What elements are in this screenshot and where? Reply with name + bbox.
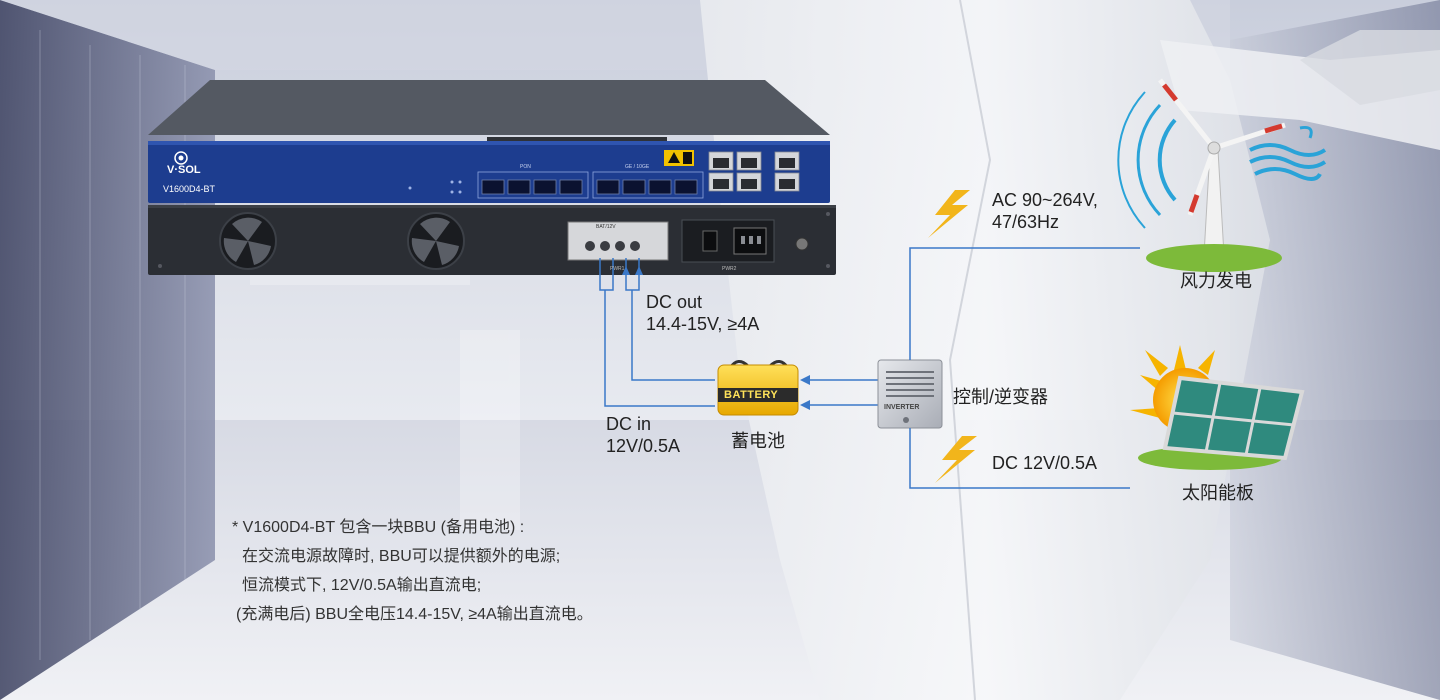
battery-text: BATTERY	[724, 389, 779, 401]
note-line-1: * V1600D4-BT 包含一块BBU (备用电池) :	[232, 519, 525, 536]
ground-screw	[795, 237, 809, 251]
wind-turbine-icon	[1117, 78, 1327, 272]
solar-name: 太阳能板	[1182, 483, 1254, 503]
note-line-3: 恒流模式下, 12V/0.5A输出直流电;	[242, 577, 482, 594]
lightning-icon	[935, 436, 977, 483]
pon-group-label: PON	[520, 164, 531, 170]
wind-name: 风力发电	[1180, 271, 1252, 291]
pon-sfp-ports	[481, 179, 698, 195]
right-rack-wall	[1230, 0, 1440, 700]
device-brand: V·SOL	[167, 164, 201, 176]
note-line-4: (充满电后) BBU全电压14.4-15V, ≥4A输出直流电。	[236, 606, 593, 623]
arrow-heads	[622, 266, 643, 275]
lightning-icon	[928, 190, 970, 238]
inverter-text: INVERTER	[884, 404, 920, 411]
person-suit	[700, 0, 1270, 700]
device-model: V1600D4-BT	[163, 184, 216, 194]
vsol-logo-icon	[174, 151, 188, 165]
dc-solar-label: DC 12V/0.5A	[992, 453, 1098, 473]
inverter-icon	[877, 359, 943, 429]
solar-panel-icon	[1130, 345, 1305, 470]
ac-input-label: AC 90~264V, 47/63Hz	[992, 190, 1098, 232]
battery-terminal-block	[567, 221, 669, 261]
inverter-name: 控制/逆变器	[953, 387, 1049, 407]
terminal-screws	[585, 241, 640, 251]
dc-out-label: DC out 14.4-15V, ≥4A	[646, 292, 760, 334]
fan-icon	[407, 212, 465, 270]
pwr2-label: PWR2	[722, 266, 737, 272]
terminal-label: BAT/12V	[596, 224, 616, 230]
ge-group-label: GE / 10GE	[625, 164, 650, 170]
fan-icon	[219, 212, 277, 270]
note-line-2: 在交流电源故障时, BBU可以提供额外的电源;	[242, 548, 561, 565]
device-top	[148, 80, 830, 135]
dc-in-label: DC in 12V/0.5A	[606, 414, 681, 456]
power-switch	[702, 230, 718, 252]
device-vent	[487, 137, 667, 143]
battery-name: 蓄电池	[731, 431, 785, 451]
battery-icon	[717, 360, 799, 416]
bbu-note: * V1600D4-BT 包含一块BBU (备用电池) : 在交流电源故障时, …	[232, 513, 593, 629]
inverter-battery-lines	[806, 379, 878, 406]
source-lines	[909, 247, 1140, 489]
pwr1-label: PWR1	[610, 266, 625, 272]
